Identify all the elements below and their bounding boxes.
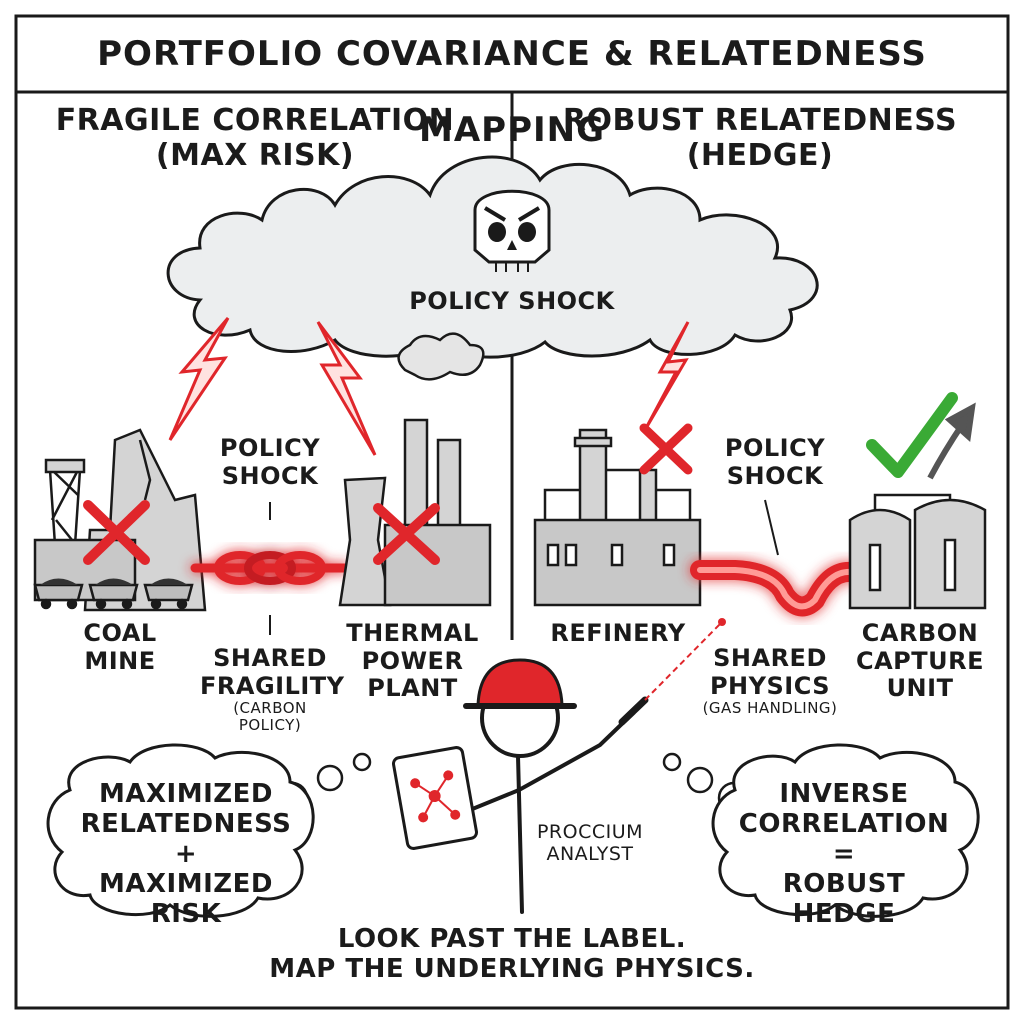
analyst-label: PROCCIUM ANALYST bbox=[530, 821, 650, 866]
left-subheading-line: (MAX RISK) bbox=[155, 137, 355, 173]
right-thought-line-2: CORRELATION bbox=[738, 808, 950, 839]
thermal-power-plant-illustration bbox=[338, 332, 492, 607]
right-thought-line-4: ROBUST HEDGE bbox=[782, 868, 906, 929]
left-link-bottom-line-2: FRAGILITY bbox=[200, 671, 345, 700]
right-link-top-line-2: SHOCK bbox=[726, 461, 824, 490]
right-link-bottom-line-1: SHARED bbox=[713, 644, 827, 672]
left-link-bottom-label: SHARED FRAGILITY (CARBON POLICY) bbox=[200, 644, 345, 735]
right-thought-line-3: = bbox=[832, 838, 856, 869]
analyst-line-2: ANALYST bbox=[546, 842, 634, 865]
left-thought-line-1: MAXIMIZED bbox=[99, 779, 273, 809]
carbon-capture-label: CARBON CAPTURE UNIT bbox=[855, 619, 985, 703]
laser-pointer-icon bbox=[618, 618, 726, 726]
pipe-pointer-line bbox=[764, 499, 779, 556]
left-heading-line: FRAGILE CORRELATION bbox=[55, 103, 455, 138]
refinery-illustration bbox=[533, 428, 702, 607]
coal-mine-line-2: MINE bbox=[84, 646, 156, 675]
left-panel-heading: FRAGILE CORRELATION (MAX RISK) bbox=[40, 103, 470, 173]
right-heading-line: ROBUST RELATEDNESS bbox=[562, 103, 958, 138]
tablet-icon bbox=[391, 746, 479, 850]
coal-cart-row bbox=[33, 578, 194, 610]
coal-mine-label: COAL MINE bbox=[60, 619, 180, 675]
coal-mine-line-1: COAL bbox=[83, 619, 157, 647]
power-plant-label: THERMAL POWER PLANT bbox=[340, 619, 485, 703]
page-title: PORTFOLIO COVARIANCE & RELATEDNESS MAPPI… bbox=[97, 34, 927, 150]
left-thought-text: MAXIMIZED RELATEDNESS + MAXIMIZED RISK bbox=[70, 779, 302, 929]
arrow-up-icon bbox=[927, 402, 976, 480]
right-thought-line-1: INVERSE bbox=[779, 779, 909, 809]
thought-bubble-left bbox=[46, 743, 315, 918]
left-link-note: (CARBON POLICY) bbox=[233, 699, 307, 735]
chain-link-icon bbox=[190, 551, 350, 585]
thought-bubble-right bbox=[711, 743, 980, 918]
left-thought-line-2: RELATEDNESS bbox=[80, 808, 292, 839]
right-link-bottom-line-2: PHYSICS bbox=[709, 671, 831, 700]
left-link-bottom-line-1: SHARED bbox=[213, 644, 327, 672]
power-plant-line-3: PLANT bbox=[367, 674, 458, 703]
right-link-bottom-label: SHARED PHYSICS (GAS HANDLING) bbox=[690, 644, 850, 718]
skull-icon bbox=[473, 189, 551, 272]
power-plant-line-2: POWER bbox=[361, 646, 464, 675]
x-mark-icon bbox=[373, 503, 440, 565]
analyst-figure bbox=[443, 678, 630, 914]
analyst-line-1: PROCCIUM bbox=[536, 821, 644, 843]
right-link-note: (GAS HANDLING) bbox=[702, 699, 838, 718]
right-thought-text: INVERSE CORRELATION = ROBUST HEDGE bbox=[728, 779, 960, 929]
footer-text: LOOK PAST THE LABEL. MAP THE UNDERLYING … bbox=[212, 924, 812, 985]
power-plant-line-1: THERMAL bbox=[346, 619, 479, 647]
carbon-capture-line-3: UNIT bbox=[886, 674, 954, 703]
left-link-top-line-1: POLICY bbox=[219, 434, 321, 462]
left-link-top-line-2: SHOCK bbox=[221, 461, 319, 490]
left-link-top-label: POLICY SHOCK bbox=[205, 434, 335, 490]
right-panel-heading: ROBUST RELATEDNESS (HEDGE) bbox=[545, 103, 975, 173]
refinery-label: REFINERY bbox=[550, 619, 686, 647]
footer-line-1: LOOK PAST THE LABEL. bbox=[337, 924, 687, 954]
carbon-capture-line-2: CAPTURE bbox=[855, 646, 984, 675]
coal-mine-illustration bbox=[33, 428, 207, 612]
x-mark-icon bbox=[83, 500, 150, 565]
footer-line-2: MAP THE UNDERLYING PHYSICS. bbox=[269, 953, 755, 984]
right-subheading-line: (HEDGE) bbox=[686, 137, 834, 173]
left-thought-line-4: MAXIMIZED RISK bbox=[99, 868, 273, 929]
x-mark-icon bbox=[639, 423, 693, 475]
cloud-label: POLICY SHOCK bbox=[409, 287, 615, 315]
hard-hat-icon bbox=[463, 658, 577, 709]
right-link-top-line-1: POLICY bbox=[724, 434, 826, 462]
outer-frame bbox=[14, 14, 1010, 1010]
carbon-capture-unit-illustration bbox=[848, 493, 987, 610]
pipe-icon bbox=[690, 560, 862, 617]
right-link-top-label: POLICY SHOCK bbox=[710, 434, 840, 490]
carbon-capture-line-1: CARBON bbox=[861, 619, 979, 647]
left-thought-line-3: + bbox=[174, 838, 198, 869]
check-mark-icon bbox=[866, 392, 958, 478]
